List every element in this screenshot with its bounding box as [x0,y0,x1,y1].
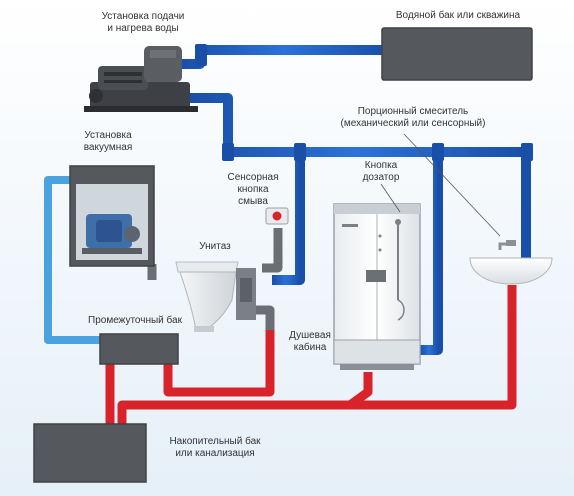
storage-tank [33,423,147,483]
label-flush-sensor-line3: смыва [238,196,268,207]
label-vacuum-unit: Установка вакуумная [58,130,158,154]
label-vacuum-unit-line2: вакуумная [83,142,133,153]
label-heating-unit: Установка подачи и нагрева воды [88,11,198,35]
label-flush-sensor-line2: кнопка [237,184,269,195]
supply-pipe-shower [420,152,443,355]
label-heating-unit-line1: Установка подачи [101,11,185,22]
pipe-collars [195,44,533,161]
label-shower-cabin: Душевая кабина [282,330,338,354]
label-shower-cabin-line2: кабина [293,342,327,353]
label-dispenser-button-line2: дозатор [362,172,400,183]
label-storage-tank-line1: Накопительный бак [169,436,261,447]
label-dispenser-button: Кнопка дозатор [348,160,414,184]
label-portion-mixer: Порционный смеситель (механический или с… [328,106,498,130]
waste-pipe-main [117,285,517,428]
waste-pipe-toilet [163,330,275,397]
leader-lines [380,133,501,237]
waste-pipe-shower [347,372,373,409]
label-water-tank: Водяной бак или скважина [395,10,521,21]
supply-pipe-tank [182,45,386,69]
label-shower-cabin-line1: Душевая [289,330,331,341]
intermediate-tank [99,333,179,365]
supply-pipe-toilet [272,152,305,285]
vacuum-unit [69,165,155,267]
grey-pipe-flush [262,228,283,273]
shower-cabin [333,203,421,370]
label-storage-tank: Накопительный бак или канализация [160,436,270,460]
label-flush-sensor: Сенсорная кнопка смыва [218,172,288,208]
water-tank [381,27,533,81]
label-portion-mixer-line1: Порционный смеситель [357,106,469,117]
label-intermediate-tank: Промежуточный бак [88,315,182,326]
label-portion-mixer-line2: (механический или сенсорный) [340,118,486,129]
label-toilet: Унитаз [199,241,231,252]
label-storage-tank-line2: или канализация [175,448,255,459]
toilet [175,261,256,332]
flush-sensor-button [265,207,289,225]
sink [469,240,553,285]
waste-pipes [105,285,517,428]
label-flush-sensor-line1: Сенсорная [227,172,279,183]
heating-unit [84,46,198,112]
label-heating-unit-line2: и нагрева воды [107,23,179,34]
label-vacuum-unit-line1: Установка [84,130,132,141]
label-dispenser-button-line1: Кнопка [364,160,398,171]
vacuum-pipe [44,176,100,344]
